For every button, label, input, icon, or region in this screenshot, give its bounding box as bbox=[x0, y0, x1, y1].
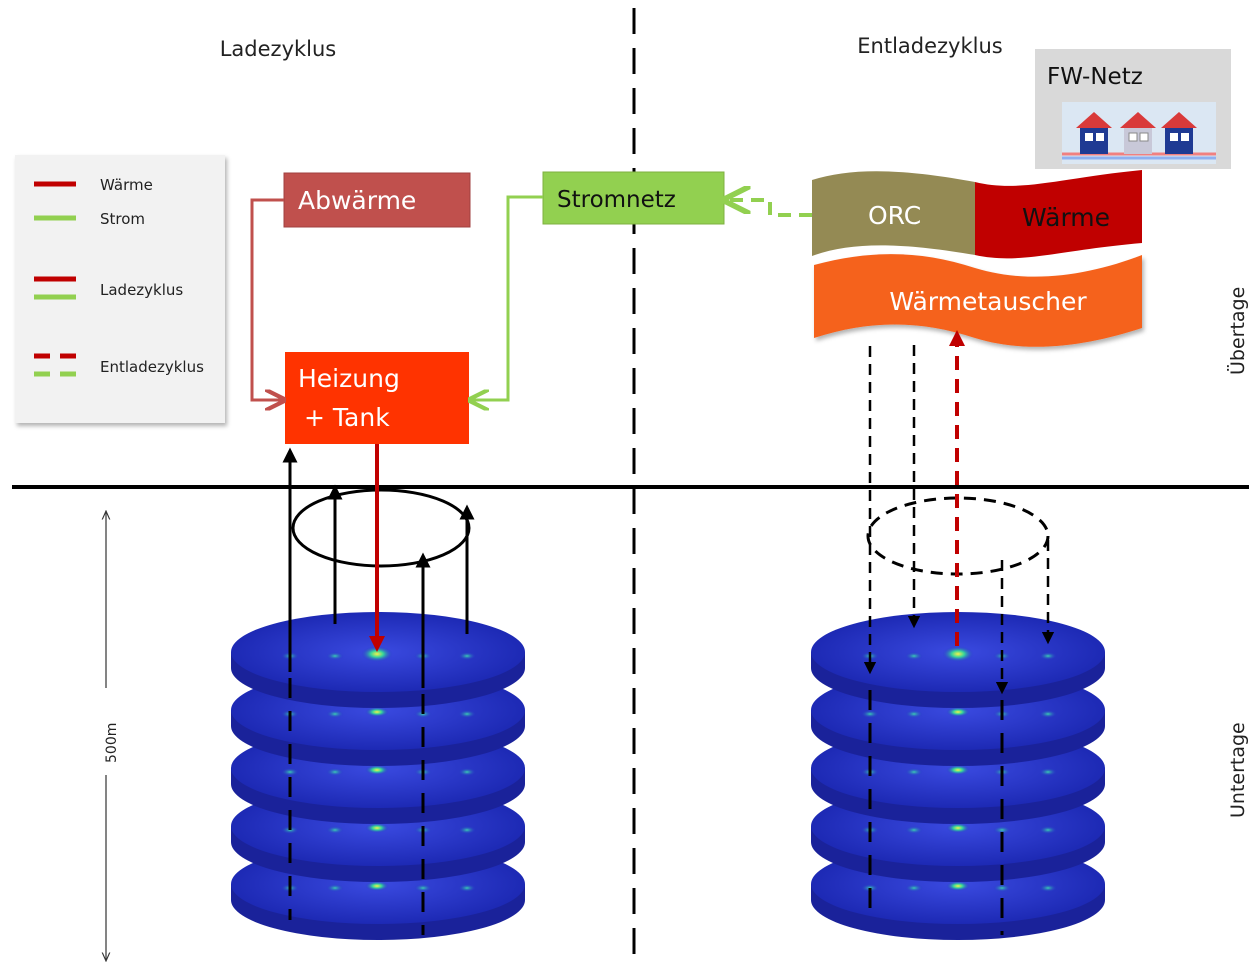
discharge-well-loop bbox=[863, 330, 1055, 935]
depth-indicator: 500m bbox=[104, 512, 120, 960]
charge-storage-stack bbox=[231, 612, 525, 940]
orc-label: ORC bbox=[868, 201, 921, 230]
house-icon bbox=[1076, 112, 1112, 154]
waerme-box: Wärme bbox=[975, 170, 1142, 259]
storage-disk bbox=[811, 612, 1105, 708]
legend-power-label: Strom bbox=[100, 210, 145, 228]
legend-discharge-label: Entladezyklus bbox=[100, 358, 204, 376]
charge-cycle-header: Ladezyklus bbox=[220, 37, 337, 61]
abwaerme-box: Abwärme bbox=[283, 172, 471, 228]
house-icon bbox=[1120, 112, 1156, 154]
legend: Wärme Strom Ladezyklus Entladezyklus bbox=[15, 155, 225, 423]
waerme-box-label: Wärme bbox=[1022, 203, 1110, 232]
heizung-label: Heizung bbox=[298, 364, 400, 393]
orc-box: ORC bbox=[812, 171, 975, 256]
depth-label: 500m bbox=[104, 723, 120, 763]
heizung-tank-box: Heizung + Tank bbox=[285, 352, 469, 444]
storage-disk bbox=[231, 612, 525, 708]
discharge-storage-stack bbox=[811, 612, 1105, 940]
legend-heat-label: Wärme bbox=[100, 176, 153, 194]
untertage-label: Untertage bbox=[1227, 722, 1249, 818]
legend-charge-label: Ladezyklus bbox=[100, 281, 183, 299]
orc-to-stromnetz-dashed-arrow bbox=[728, 200, 812, 217]
tank-label: + Tank bbox=[304, 403, 390, 432]
house-icon bbox=[1161, 112, 1197, 154]
discharge-cycle-header: Entladezyklus bbox=[857, 34, 1002, 58]
waermetauscher-label: Wärmetauscher bbox=[889, 287, 1087, 316]
stromnetz-label: Stromnetz bbox=[557, 187, 676, 213]
fw-netz-label: FW-Netz bbox=[1047, 64, 1143, 90]
charge-well-loop bbox=[282, 444, 475, 935]
abwaerme-to-heizung-arrow bbox=[250, 198, 284, 400]
waermetauscher-box: Wärmetauscher bbox=[814, 254, 1142, 347]
fw-netz-panel: FW-Netz bbox=[1035, 49, 1231, 169]
uebertage-label: Übertage bbox=[1226, 287, 1249, 375]
stromnetz-box: Stromnetz bbox=[542, 171, 725, 225]
stromnetz-to-heizung-arrow bbox=[472, 195, 543, 400]
abwaerme-label: Abwärme bbox=[298, 186, 416, 215]
